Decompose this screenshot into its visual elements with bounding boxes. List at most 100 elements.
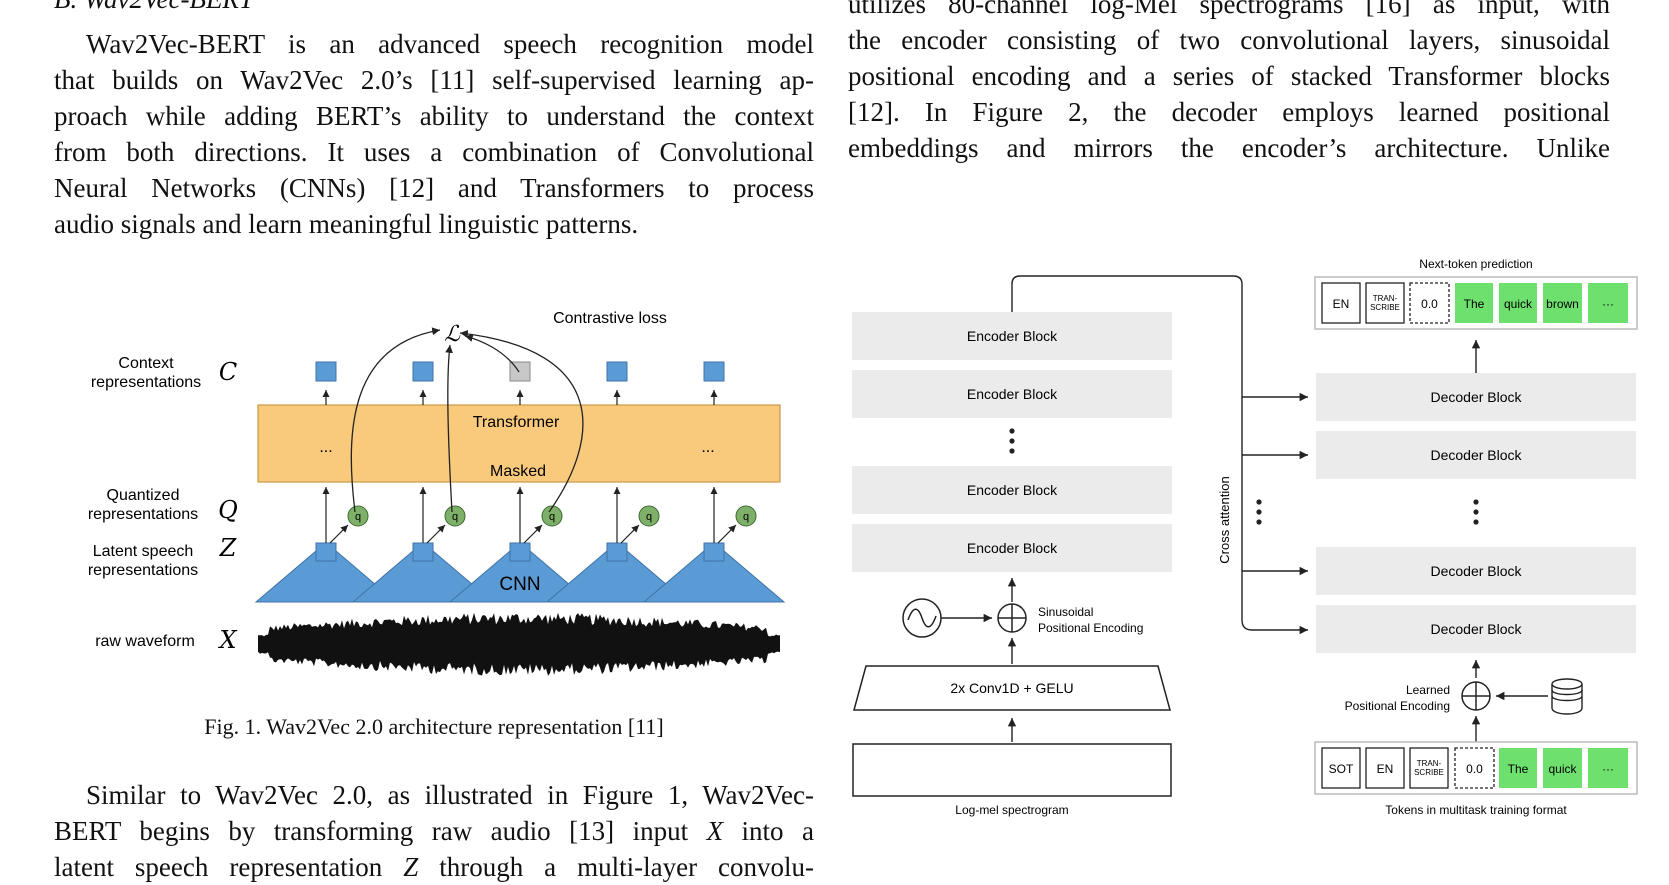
token	[1321, 282, 1361, 324]
token-label: quick	[1548, 762, 1577, 776]
text-line: the encoder consisting of two convolutio…	[848, 25, 1610, 55]
context-square	[315, 361, 337, 382]
decoder-block-label: Decoder Block	[1430, 389, 1522, 405]
encoder-block-label: Encoder Block	[967, 482, 1058, 498]
left-paragraph-1: Wav2Vec-BERT is an advanced speech recog…	[54, 26, 814, 242]
transformer-ellipsis-left: ...	[319, 439, 332, 456]
text-line: BERT begins by transforming raw audio [1…	[54, 816, 814, 846]
context-square	[703, 361, 725, 382]
quantized-label-1: Quantized	[107, 487, 180, 504]
quantizer-circle	[347, 505, 369, 527]
quantizer-label: q	[646, 511, 652, 523]
decoder-block-label: Decoder Block	[1430, 563, 1522, 579]
token	[1409, 747, 1449, 789]
decoder-block-label: Decoder Block	[1430, 447, 1522, 463]
log-mel-spectrogram-box	[852, 743, 1172, 797]
quantizer-circle	[541, 505, 563, 527]
token	[1499, 283, 1537, 323]
context-label-1: Context	[118, 355, 174, 372]
text-line: Wav2Vec-BERT is an advanced speech recog…	[86, 29, 814, 59]
decoder-vertical-dots	[1473, 499, 1479, 525]
sinusoidal-pe-label-2: Positional Encoding	[1038, 621, 1143, 635]
quantize-arrow	[620, 524, 640, 544]
raw-symbol: X	[217, 626, 237, 654]
token-label: SCRIBE	[1414, 768, 1444, 777]
token-label: quick	[1504, 297, 1533, 311]
contrastive-arrows	[350, 327, 584, 513]
quantize-arrow	[329, 524, 349, 544]
token	[1499, 748, 1537, 788]
transformer-box	[257, 404, 781, 483]
learned-pe-label-2: Positional Encoding	[1345, 699, 1450, 713]
token-label: 0.0	[1421, 297, 1438, 311]
quantize-arrow	[523, 524, 543, 544]
token-label: The	[1508, 762, 1529, 776]
contrastive-loss-label: Contrastive loss	[553, 310, 667, 327]
decoder-block	[1316, 605, 1636, 653]
quantizer-circle	[638, 505, 660, 527]
encoder-block-label: Encoder Block	[967, 386, 1058, 402]
text-line: Neural Networks (CNNs) [12] and Transfor…	[54, 173, 814, 203]
text-line: Similar to Wav2Vec 2.0, as illustrated i…	[86, 780, 814, 810]
token	[1455, 283, 1493, 323]
text-line: from both directions. It uses a combinat…	[54, 137, 814, 167]
token	[1409, 282, 1450, 324]
context-symbol: C	[219, 358, 237, 386]
right-paragraph: utilizes 80-channel log-Mel spectrograms…	[848, 0, 1610, 166]
decoder-block-label: Decoder Block	[1430, 621, 1522, 637]
log-mel-label: Log-mel spectrogram	[955, 803, 1068, 817]
encoder-block	[852, 312, 1172, 360]
cross-attention-dots	[1256, 499, 1262, 525]
encoder-vertical-dots	[1009, 428, 1015, 454]
section-heading: B. Wav2Vec-BERT	[54, 0, 254, 15]
encoder-block-label: Encoder Block	[967, 328, 1058, 344]
text-line: embeddings and mirrors the encoder’s arc…	[848, 133, 1610, 163]
token-label: brown	[1546, 297, 1579, 311]
token	[1543, 283, 1582, 323]
latent-square	[606, 542, 628, 562]
learned-pe-label-1: Learned	[1406, 683, 1450, 697]
latent-label-2: representations	[88, 562, 198, 579]
transformer-ellipsis-right: ...	[701, 439, 714, 456]
embedding-table-icon	[1551, 678, 1583, 715]
latent-square	[703, 542, 725, 562]
cross-attention-label: Cross attention	[1217, 476, 1232, 563]
token	[1365, 747, 1405, 789]
text-line: utilizes 80-channel log-Mel spectrograms…	[848, 0, 1610, 19]
raw-waveform-label: raw waveform	[95, 633, 195, 650]
text-line: positional encoding and a series of stac…	[848, 61, 1610, 91]
token-label: SOT	[1329, 762, 1354, 776]
conv-block	[853, 665, 1171, 711]
decoder-block	[1316, 547, 1636, 595]
text-line: proach while adding BERT’s ability to un…	[54, 101, 814, 131]
quantizer-label: q	[452, 511, 458, 523]
token-label: ···	[1602, 762, 1614, 776]
transformer-label: Transformer	[473, 414, 560, 431]
quantized-label-2: representations	[88, 506, 198, 523]
quantizer-label: q	[743, 511, 749, 523]
latent-label-1: Latent speech	[93, 543, 194, 560]
encoder-block	[852, 466, 1172, 514]
encoder-block	[852, 524, 1172, 572]
context-label-2: representations	[91, 374, 201, 391]
sinusoidal-pe-label-1: Sinusoidal	[1038, 605, 1093, 619]
token	[1321, 747, 1361, 789]
token-label: The	[1464, 297, 1485, 311]
token-label: EN	[1333, 297, 1350, 311]
decoder-block	[1316, 373, 1636, 421]
loss-symbol: ℒ	[444, 322, 461, 347]
cnn-label: CNN	[499, 574, 540, 595]
token-label: ···	[1602, 297, 1614, 311]
token	[1588, 748, 1628, 788]
token	[1454, 747, 1495, 789]
raw-waveform	[258, 612, 780, 676]
masked-label: Masked	[490, 463, 546, 480]
token	[1365, 282, 1405, 324]
latent-square	[412, 542, 434, 562]
next-token-prediction-label: Next-token prediction	[1419, 257, 1532, 271]
context-square	[606, 361, 628, 382]
token-label: 0.0	[1466, 762, 1483, 776]
quantized-symbol: Q	[218, 496, 238, 524]
latent-square	[315, 542, 337, 562]
quantizer-circle	[735, 505, 757, 527]
